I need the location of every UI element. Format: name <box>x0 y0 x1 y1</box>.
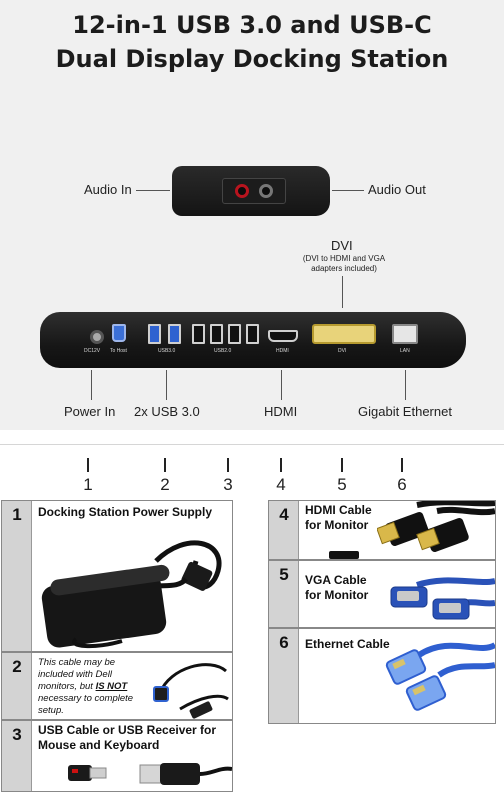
usb2-port-icon <box>210 324 223 344</box>
usb-cable-icon <box>139 763 232 785</box>
ethernet-port-icon <box>392 324 418 344</box>
item-title-line-2: for Monitor <box>305 588 369 602</box>
dc-port-label: DC12V <box>84 348 101 354</box>
dvi-port-label: DVI <box>338 348 347 354</box>
usb-a-to-b-cable-icon <box>153 663 229 719</box>
item-number: 2 <box>12 657 22 676</box>
item-card-power-supply: 1 Docking Station Power Supply <box>1 500 233 652</box>
to-host-port-label: To Host <box>110 348 127 354</box>
lan-port-label: LAN <box>400 348 410 354</box>
column-number-5: 5 <box>332 458 352 495</box>
ethernet-callout: Gigabit Ethernet <box>358 404 452 419</box>
item-title: HDMI Cable for Monitor <box>305 503 372 533</box>
usb2-port-icon <box>192 324 205 344</box>
hdmi-port-label: HDMI <box>276 348 289 354</box>
audio-jack-panel <box>222 178 286 204</box>
vga-cable-icon <box>390 577 495 620</box>
audio-module <box>172 166 330 216</box>
hdmi-callout: HDMI <box>264 404 298 419</box>
hdmi-port-icon <box>268 330 298 342</box>
title-line-1: 12-in-1 USB 3.0 and USB-C <box>72 11 432 39</box>
column-number-4: 4 <box>271 458 291 495</box>
item-gutter <box>269 561 299 627</box>
dc-power-port-icon <box>90 330 104 344</box>
item-title-line-1: VGA Cable <box>305 573 367 587</box>
item-number: 4 <box>279 505 289 524</box>
usb2-port-icon <box>228 324 241 344</box>
dvi-callout: DVI <box>331 238 353 253</box>
item-title-line-2: Mouse and Keyboard <box>38 738 160 752</box>
item-title: VGA Cable for Monitor <box>305 573 368 603</box>
item-card-ethernet-cable: 6 Ethernet Cable <box>268 628 496 724</box>
item-note: This cable may be included with Dell mon… <box>38 657 134 716</box>
usb-receiver-icon <box>68 765 107 781</box>
item-title: Docking Station Power Supply <box>38 505 213 519</box>
power-in-callout: Power In <box>64 404 116 419</box>
hdmi-connector-tip <box>329 551 359 559</box>
headphone-jack-icon <box>259 184 273 198</box>
microphone-jack-icon <box>235 184 249 198</box>
hdmi-leader <box>281 370 282 400</box>
docking-station: DC12V To Host USB3.0 USB2.0 HDMI DVI LAN <box>40 312 466 368</box>
dvi-adapter-note: (DVI to HDMI and VGA adapters included) <box>302 254 386 273</box>
power-in-leader <box>91 370 92 400</box>
audio-in-callout: Audio In <box>84 182 132 197</box>
item-number: 6 <box>279 633 289 652</box>
item-gutter <box>2 721 32 791</box>
item-card-usb-cable: 2 This cable may be included with Dell m… <box>1 652 233 720</box>
product-image-panel: 12-in-1 USB 3.0 and USB-C Dual Display D… <box>0 0 504 430</box>
audio-in-leader <box>136 190 170 191</box>
usb2-port-label: USB2.0 <box>214 348 232 354</box>
item-gutter <box>269 629 299 723</box>
usb3-port-label: USB3.0 <box>158 348 176 354</box>
item-card-hdmi-cable: 4 HDMI Cable for Monitor <box>268 500 496 560</box>
item-number: 1 <box>12 505 22 524</box>
item-card-vga-cable: 5 VGA Cable for Monitor <box>268 560 496 628</box>
usb3-port-icon <box>148 324 161 344</box>
item-title-line-1: USB Cable or USB Receiver for <box>38 723 217 737</box>
column-number-1: 1 <box>78 458 98 495</box>
ethernet-cable-icon <box>385 642 495 711</box>
audio-out-callout: Audio Out <box>368 182 426 197</box>
item-card-usb-receiver: 3 USB Cable or USB Receiver for Mouse an… <box>1 720 233 792</box>
column-number-6: 6 <box>392 458 412 495</box>
item-number: 5 <box>279 565 289 584</box>
page-title: 12-in-1 USB 3.0 and USB-C Dual Display D… <box>0 8 504 76</box>
title-line-2: Dual Display Docking Station <box>55 45 449 73</box>
dvi-leader <box>342 276 343 308</box>
item-title-line-1: HDMI Cable <box>305 503 372 517</box>
dvi-port-icon <box>312 324 376 344</box>
power-adapter-icon <box>41 540 222 649</box>
audio-out-leader <box>332 190 364 191</box>
usb-b-host-port-icon <box>112 324 126 342</box>
section-divider <box>0 444 504 445</box>
item-title: USB Cable or USB Receiver for Mouse and … <box>38 723 216 753</box>
item-gutter <box>2 501 32 651</box>
item-gutter <box>269 501 299 559</box>
item-number: 3 <box>12 725 22 744</box>
usb3-port-icon <box>168 324 181 344</box>
hdmi-cable-icon <box>377 501 495 552</box>
column-number-3: 3 <box>218 458 238 495</box>
item-title: Ethernet Cable <box>305 637 390 651</box>
usb2-port-icon <box>246 324 259 344</box>
item-gutter <box>2 653 32 719</box>
item-title-line-2: for Monitor <box>305 518 369 532</box>
column-number-2: 2 <box>155 458 175 495</box>
usb3-leader <box>166 370 167 400</box>
ethernet-leader <box>405 370 406 400</box>
usb3-callout: 2x USB 3.0 <box>134 404 200 419</box>
